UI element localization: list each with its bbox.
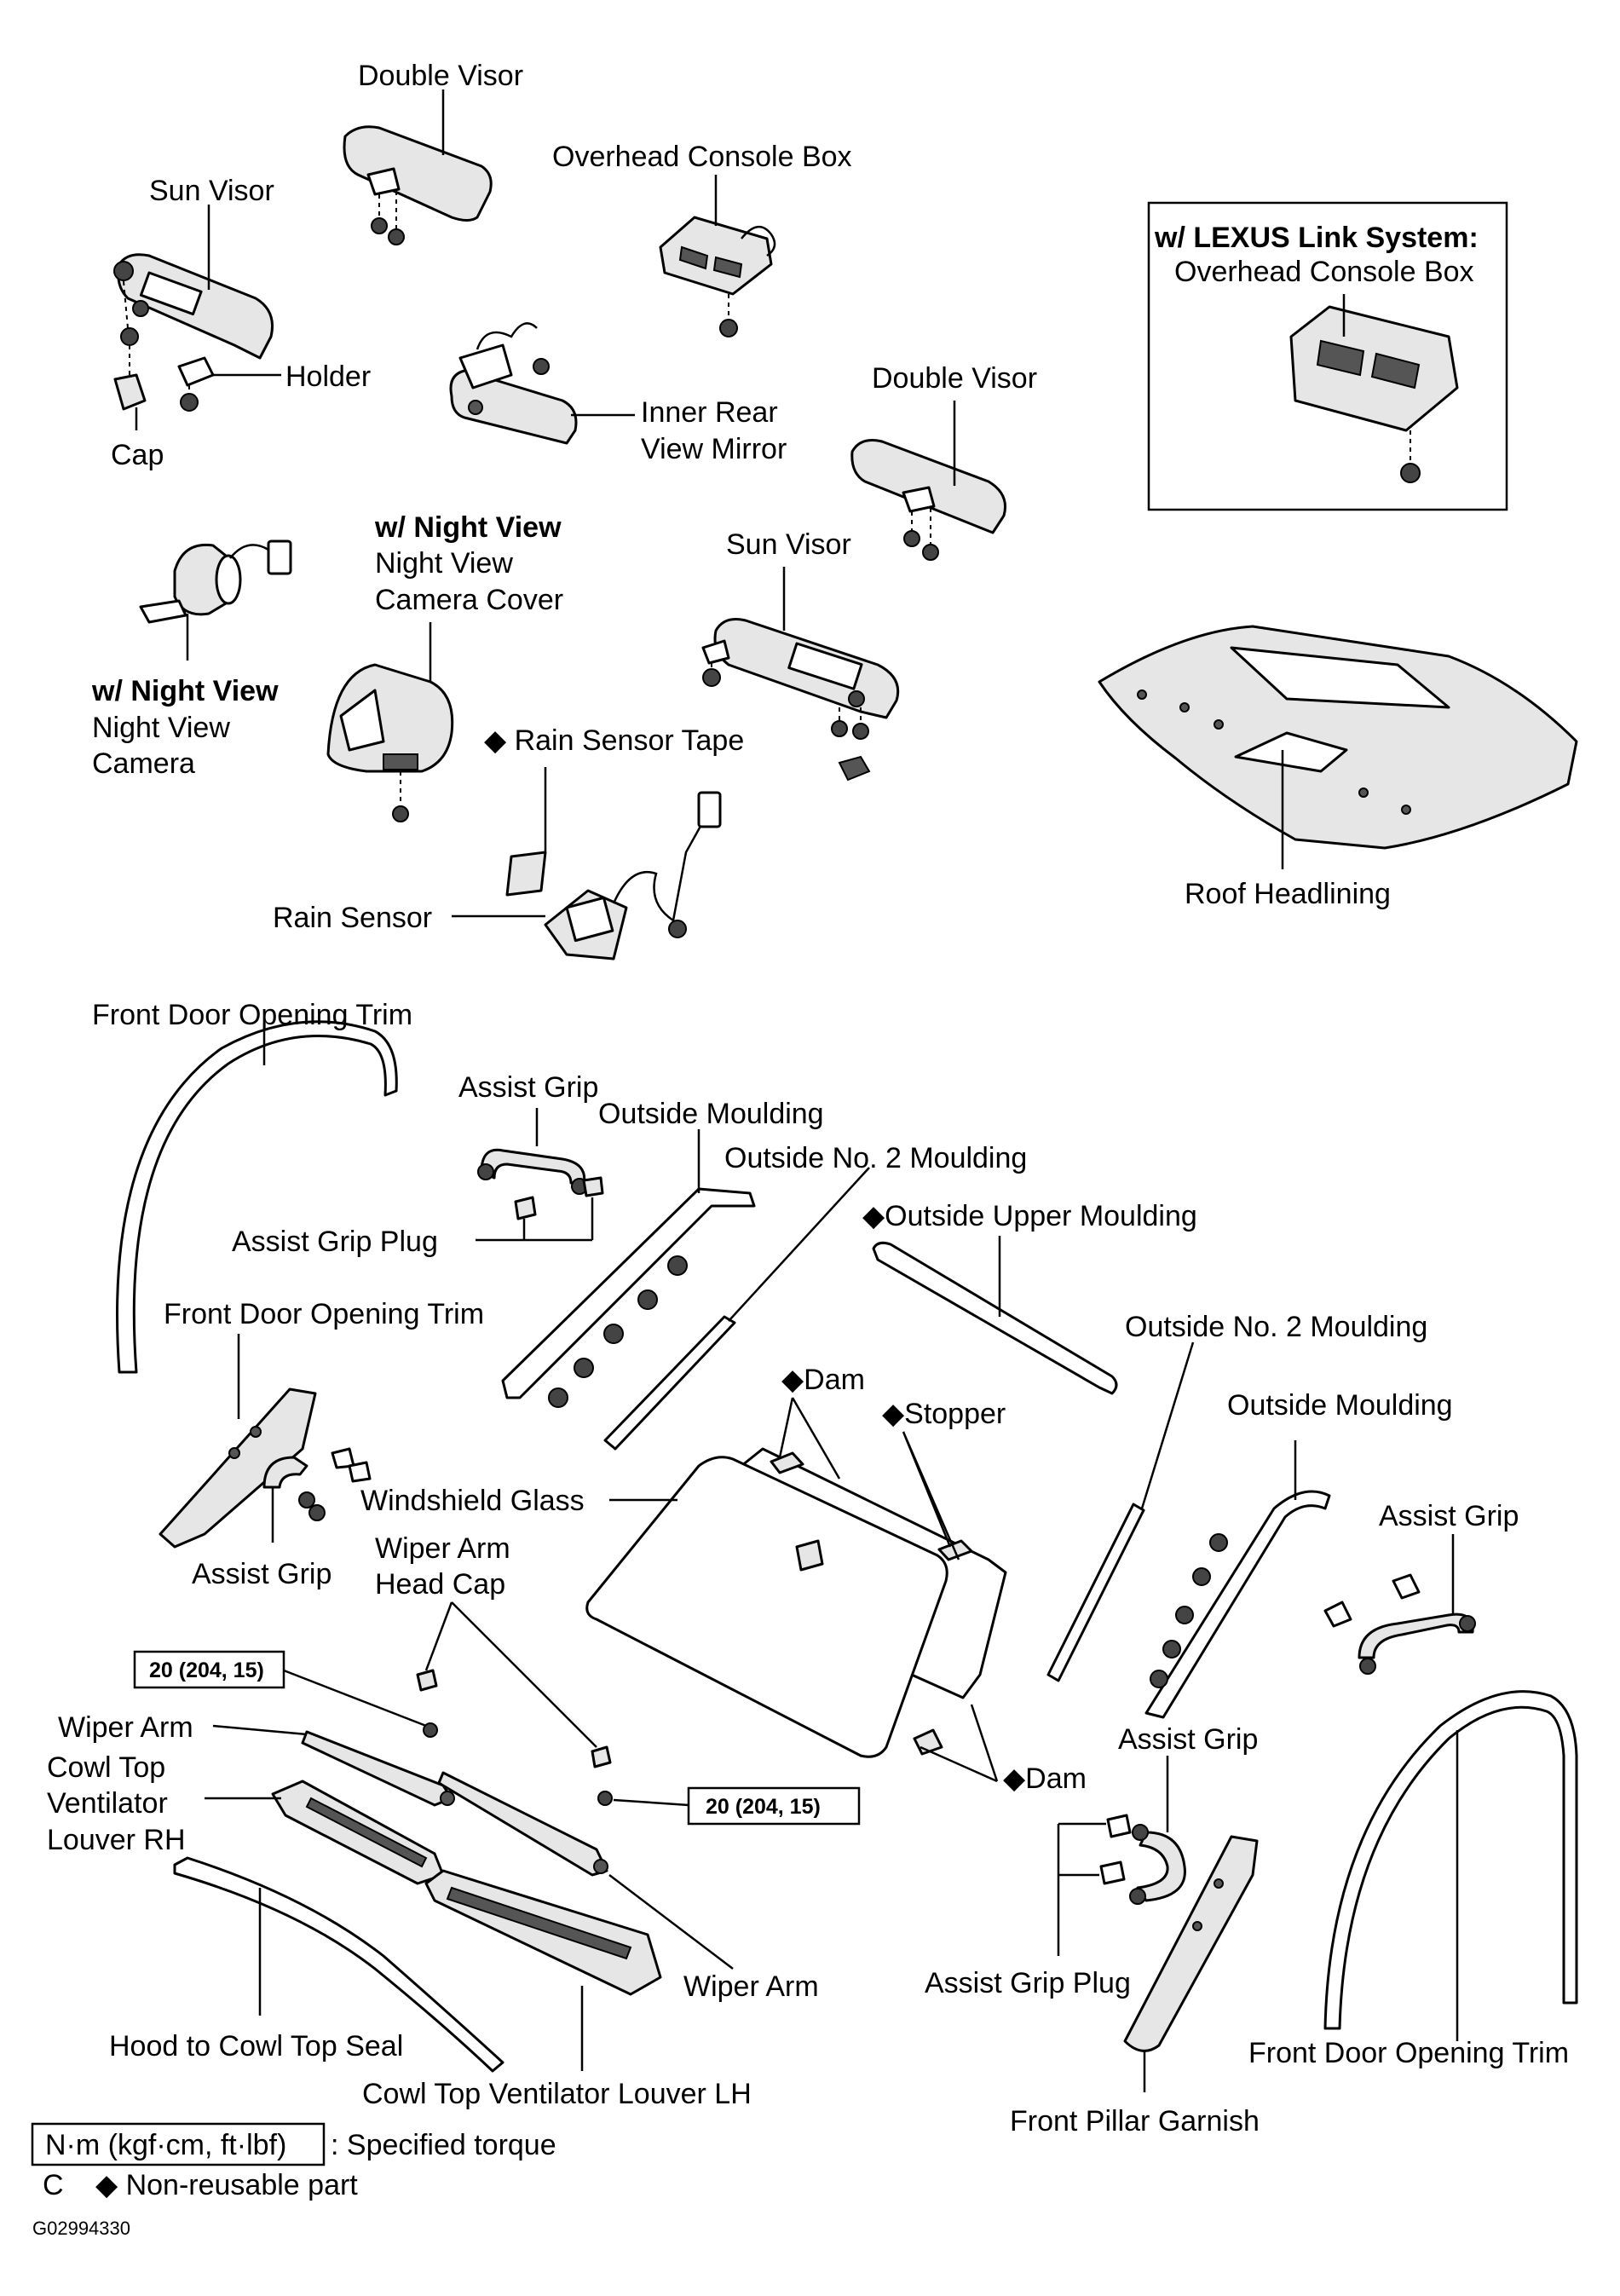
label-dam-1: ◆Dam xyxy=(781,1364,865,1396)
label-wiper-arm-head-cap-2: Head Cap xyxy=(375,1568,505,1601)
front-door-opening-trim-left xyxy=(116,1020,398,1374)
label-assist-grip-4: Assist Grip xyxy=(1118,1723,1258,1756)
wiper-arm-head-cap xyxy=(416,1669,613,1806)
label-outside-moulding-1: Outside Moulding xyxy=(598,1098,824,1130)
legend-torque-unit: N·m (kgf·cm, ft·lbf) xyxy=(45,2129,286,2161)
label-assist-grip-2: Assist Grip xyxy=(192,1558,331,1590)
legend-non-reusable: ◆ Non-reusable part xyxy=(95,2169,358,2201)
label-holder: Holder xyxy=(285,361,371,393)
cowl-top-ventilator-louver-lh xyxy=(424,1869,662,1996)
label-front-door-opening-trim-2: Front Door Opening Trim xyxy=(164,1298,484,1330)
torque-box-2 xyxy=(687,1786,861,1826)
legend-torque-box xyxy=(31,2122,326,2166)
lexus-link-box xyxy=(1147,201,1508,511)
label-rain-sensor: Rain Sensor xyxy=(273,902,432,934)
label-windshield-glass: Windshield Glass xyxy=(360,1485,585,1517)
rain-sensor xyxy=(544,791,722,961)
label-lexus-overhead-console-box: Overhead Console Box xyxy=(1174,256,1474,288)
double-visor-right xyxy=(850,439,1006,561)
legend-torque-desc: : Specified torque xyxy=(331,2129,556,2161)
label-outside-no2-moulding-1: Outside No. 2 Moulding xyxy=(724,1142,1027,1174)
torque-box-1 xyxy=(133,1650,285,1689)
label-double-visor-top: Double Visor xyxy=(358,60,523,92)
night-view-camera xyxy=(139,539,292,624)
label-cowl-top-rh-1: Cowl Top xyxy=(47,1751,165,1784)
inner-rear-view-mirror xyxy=(449,322,578,445)
label-assist-grip-plug-1: Assist Grip Plug xyxy=(232,1226,438,1258)
windshield-glass xyxy=(585,1447,1007,1758)
label-assist-grip-plug-2: Assist Grip Plug xyxy=(925,1967,1131,1999)
label-assist-grip-1: Assist Grip xyxy=(458,1071,598,1104)
label-hood-to-cowl-top-seal: Hood to Cowl Top Seal xyxy=(109,2030,403,2062)
wiper-arm-rh xyxy=(301,1730,455,1807)
assist-grip-right xyxy=(1323,1573,1476,1675)
label-camera-cover: Camera Cover xyxy=(375,584,563,616)
label-wiper-arm-1: Wiper Arm xyxy=(58,1711,193,1744)
label-outside-moulding-2: Outside Moulding xyxy=(1227,1389,1453,1422)
label-cowl-top-rh-3: Louver RH xyxy=(47,1824,186,1856)
label-dam-2: ◆Dam xyxy=(1003,1762,1087,1795)
assist-grip-top xyxy=(477,1148,604,1220)
label-sun-visor-left: Sun Visor xyxy=(149,175,274,207)
label-outside-no2-moulding-2: Outside No. 2 Moulding xyxy=(1125,1311,1427,1343)
label-stopper: ◆Stopper xyxy=(882,1398,1006,1430)
label-w-night-view-cover: w/ Night View xyxy=(374,511,562,544)
label-night-view-camera-1: Night View xyxy=(92,712,230,744)
label-double-visor-right: Double Visor xyxy=(872,362,1037,395)
overhead-console-box xyxy=(659,216,776,337)
front-pillar-left xyxy=(159,1387,372,1549)
wiper-arm-lh xyxy=(437,1771,608,1877)
roof-headlining xyxy=(1098,625,1578,850)
label-cowl-top-rh-2: Ventilator xyxy=(47,1787,168,1820)
label-w-night-view-camera: w/ Night View xyxy=(91,675,279,707)
label-front-door-opening-trim-3: Front Door Opening Trim xyxy=(1248,2037,1569,2069)
label-torque-1: 20 (204, 15) xyxy=(149,1659,264,1682)
label-cowl-top-lh: Cowl Top Ventilator Louver LH xyxy=(362,2078,752,2110)
outside-no2-moulding-right xyxy=(1046,1503,1145,1682)
label-assist-grip-3: Assist Grip xyxy=(1379,1500,1519,1532)
label-rain-sensor-tape: ◆ Rain Sensor Tape xyxy=(484,724,744,757)
label-inner-rear: Inner Rear xyxy=(641,396,778,429)
label-front-door-opening-trim-1: Front Door Opening Trim xyxy=(92,999,412,1031)
label-front-pillar-garnish: Front Pillar Garnish xyxy=(1010,2105,1260,2137)
label-night-view-camera-2: Camera xyxy=(92,747,195,780)
label-overhead-console-box: Overhead Console Box xyxy=(552,141,852,173)
outside-no2-moulding-left xyxy=(603,1315,736,1451)
label-torque-2: 20 (204, 15) xyxy=(706,1795,821,1819)
assist-grip-lower xyxy=(1099,1814,1186,1905)
label-view-mirror: View Mirror xyxy=(641,433,787,465)
label-lexus-link: w/ LEXUS Link System: xyxy=(1154,222,1479,254)
double-visor-top xyxy=(343,125,493,245)
label-wiper-arm-head-cap-1: Wiper Arm xyxy=(375,1532,510,1565)
label-night-view-cover: Night View xyxy=(375,547,513,580)
label-cap: Cap xyxy=(111,439,164,471)
outside-upper-moulding xyxy=(872,1241,1118,1395)
figure-id: G02994330 xyxy=(32,2218,130,2239)
outside-moulding-left xyxy=(501,1187,756,1408)
sun-visor-left xyxy=(113,253,274,412)
sun-visor-right xyxy=(701,618,900,782)
legend-c-mark: C xyxy=(43,2169,64,2201)
label-wiper-arm-2: Wiper Arm xyxy=(683,1970,819,2003)
label-outside-upper-moulding: ◆Outside Upper Moulding xyxy=(862,1200,1197,1232)
front-door-opening-trim-right xyxy=(1323,1690,1578,2030)
night-view-camera-cover xyxy=(326,663,454,822)
outside-moulding-right xyxy=(1144,1490,1331,1719)
hood-to-cowl-top-seal xyxy=(173,1856,504,2073)
label-roof-headlining: Roof Headlining xyxy=(1185,878,1391,910)
front-pillar-garnish xyxy=(1123,1835,1259,2052)
rain-sensor-tape xyxy=(505,851,547,897)
label-sun-visor-right: Sun Visor xyxy=(726,528,851,561)
